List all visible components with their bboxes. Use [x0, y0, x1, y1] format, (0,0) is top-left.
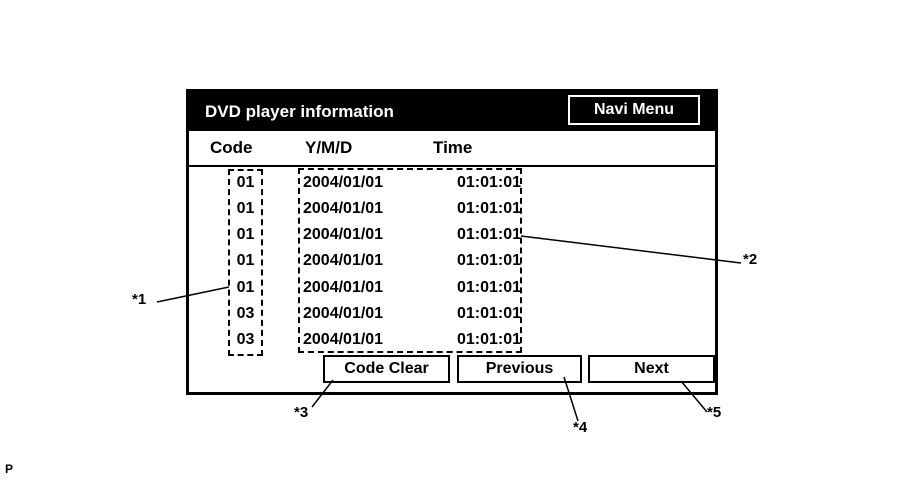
diagnostic-code-table: 01 2004/01/01 01:01:01 01 2004/01/01 01:… [189, 170, 529, 353]
cell-code: 01 [236, 226, 255, 244]
page-title: DVD player information [205, 101, 394, 121]
cell-time: 01:01:01 [456, 200, 521, 218]
cell-date: 2004/01/01 [303, 330, 384, 348]
code-column-dashed-box [228, 169, 263, 356]
table-row: 03 2004/01/01 01:01:01 [189, 327, 529, 353]
column-header-ymd: Y/M/D [305, 138, 353, 157]
header-divider [189, 165, 715, 167]
table-row: 01 2004/01/01 01:01:01 [189, 275, 529, 301]
cell-date: 2004/01/01 [303, 278, 384, 296]
cell-date: 2004/01/01 [303, 200, 384, 218]
annotation-ref-5: *5 [707, 404, 722, 421]
cell-code: 01 [236, 278, 255, 296]
cell-time: 01:01:01 [456, 252, 521, 270]
titlebar: DVD player information Navi Menu [189, 92, 715, 131]
cell-time: 01:01:01 [456, 278, 521, 296]
dvd-player-information-screen: DVD player information Navi Menu Code Y/… [186, 89, 718, 395]
annotation-ref-1: *1 [132, 291, 147, 308]
cell-time: 01:01:01 [456, 174, 521, 192]
corner-mark: P [5, 462, 14, 476]
next-button[interactable]: Next [588, 355, 715, 383]
cell-date: 2004/01/01 [303, 226, 384, 244]
cell-date: 2004/01/01 [303, 174, 384, 192]
cell-time: 01:01:01 [456, 304, 521, 322]
cell-date: 2004/01/01 [303, 304, 384, 322]
cell-code: 01 [236, 200, 255, 218]
code-clear-button[interactable]: Code Clear [323, 355, 450, 383]
cell-code: 03 [236, 330, 255, 348]
cell-code: 01 [236, 252, 255, 270]
table-row: 01 2004/01/01 01:01:01 [189, 248, 529, 274]
navi-menu-button[interactable]: Navi Menu [568, 95, 700, 125]
table-row: 01 2004/01/01 01:01:01 [189, 170, 529, 196]
annotation-ref-2: *2 [743, 251, 758, 268]
column-header-time: Time [433, 138, 473, 157]
previous-button[interactable]: Previous [457, 355, 582, 383]
annotation-ref-4: *4 [573, 419, 588, 436]
cell-code: 01 [236, 174, 255, 192]
cell-time: 01:01:01 [456, 330, 521, 348]
cell-time: 01:01:01 [456, 226, 521, 244]
table-header-row: Code Y/M/D Time [189, 138, 715, 160]
cell-code: 03 [236, 304, 255, 322]
table-row: 03 2004/01/01 01:01:01 [189, 301, 529, 327]
table-row: 01 2004/01/01 01:01:01 [189, 196, 529, 222]
column-header-code: Code [210, 138, 253, 157]
cell-date: 2004/01/01 [303, 252, 384, 270]
annotation-ref-3: *3 [294, 404, 309, 421]
table-row: 01 2004/01/01 01:01:01 [189, 222, 529, 248]
